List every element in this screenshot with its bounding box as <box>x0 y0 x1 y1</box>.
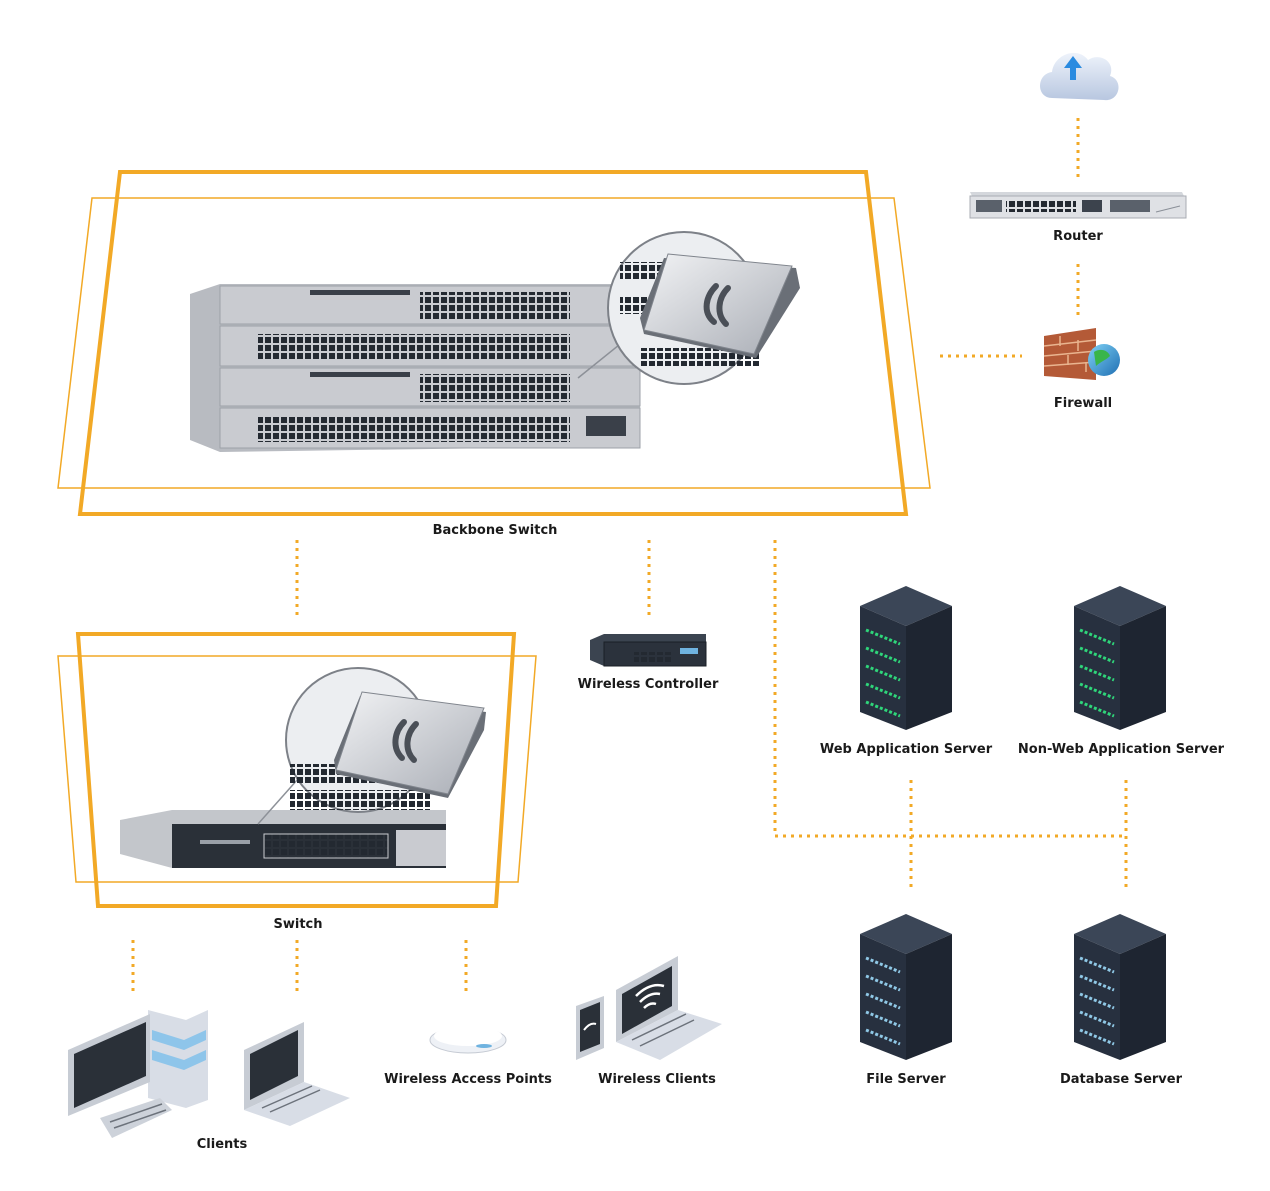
ssd-icon <box>640 253 800 358</box>
wifi-laptop-icon <box>616 956 722 1060</box>
wireless-controller-label: Wireless Controller <box>577 677 719 692</box>
backbone-switch-label: Backbone Switch <box>432 523 558 538</box>
wireless-clients-label: Wireless Clients <box>598 1072 716 1087</box>
firewall-icon <box>1043 328 1120 380</box>
cloud-upload-icon <box>1040 52 1119 101</box>
switch-frame <box>57 632 537 908</box>
ssd-icon-switch <box>334 691 486 798</box>
web-app-server-label: Web Application Server <box>819 742 993 757</box>
router-icon <box>969 192 1187 219</box>
backbone-frame <box>57 170 931 516</box>
firewall-label: Firewall <box>1053 396 1113 411</box>
router-label: Router <box>1053 229 1103 244</box>
access-point-icon <box>429 1026 507 1054</box>
clients-label: Clients <box>196 1137 248 1152</box>
non-web-app-server-label: Non-Web Application Server <box>1017 742 1225 757</box>
stacked-switch-icon <box>190 284 641 452</box>
laptop-icon <box>244 1022 350 1126</box>
web-server-icon <box>860 586 952 730</box>
database-server-label: Database Server <box>1059 1072 1183 1087</box>
file-server-label: File Server <box>866 1072 946 1087</box>
tablet-icon <box>576 996 604 1060</box>
wireless-controller-icon <box>590 634 707 667</box>
file-server-icon <box>860 914 952 1060</box>
switch-label: Switch <box>273 917 323 932</box>
database-server-icon <box>1074 914 1166 1060</box>
switch-icon <box>120 810 446 868</box>
desktop-icon <box>68 1010 208 1138</box>
connectors <box>131 118 1128 994</box>
non-web-server-icon <box>1074 586 1166 730</box>
wireless-access-points-label: Wireless Access Points <box>384 1072 552 1087</box>
